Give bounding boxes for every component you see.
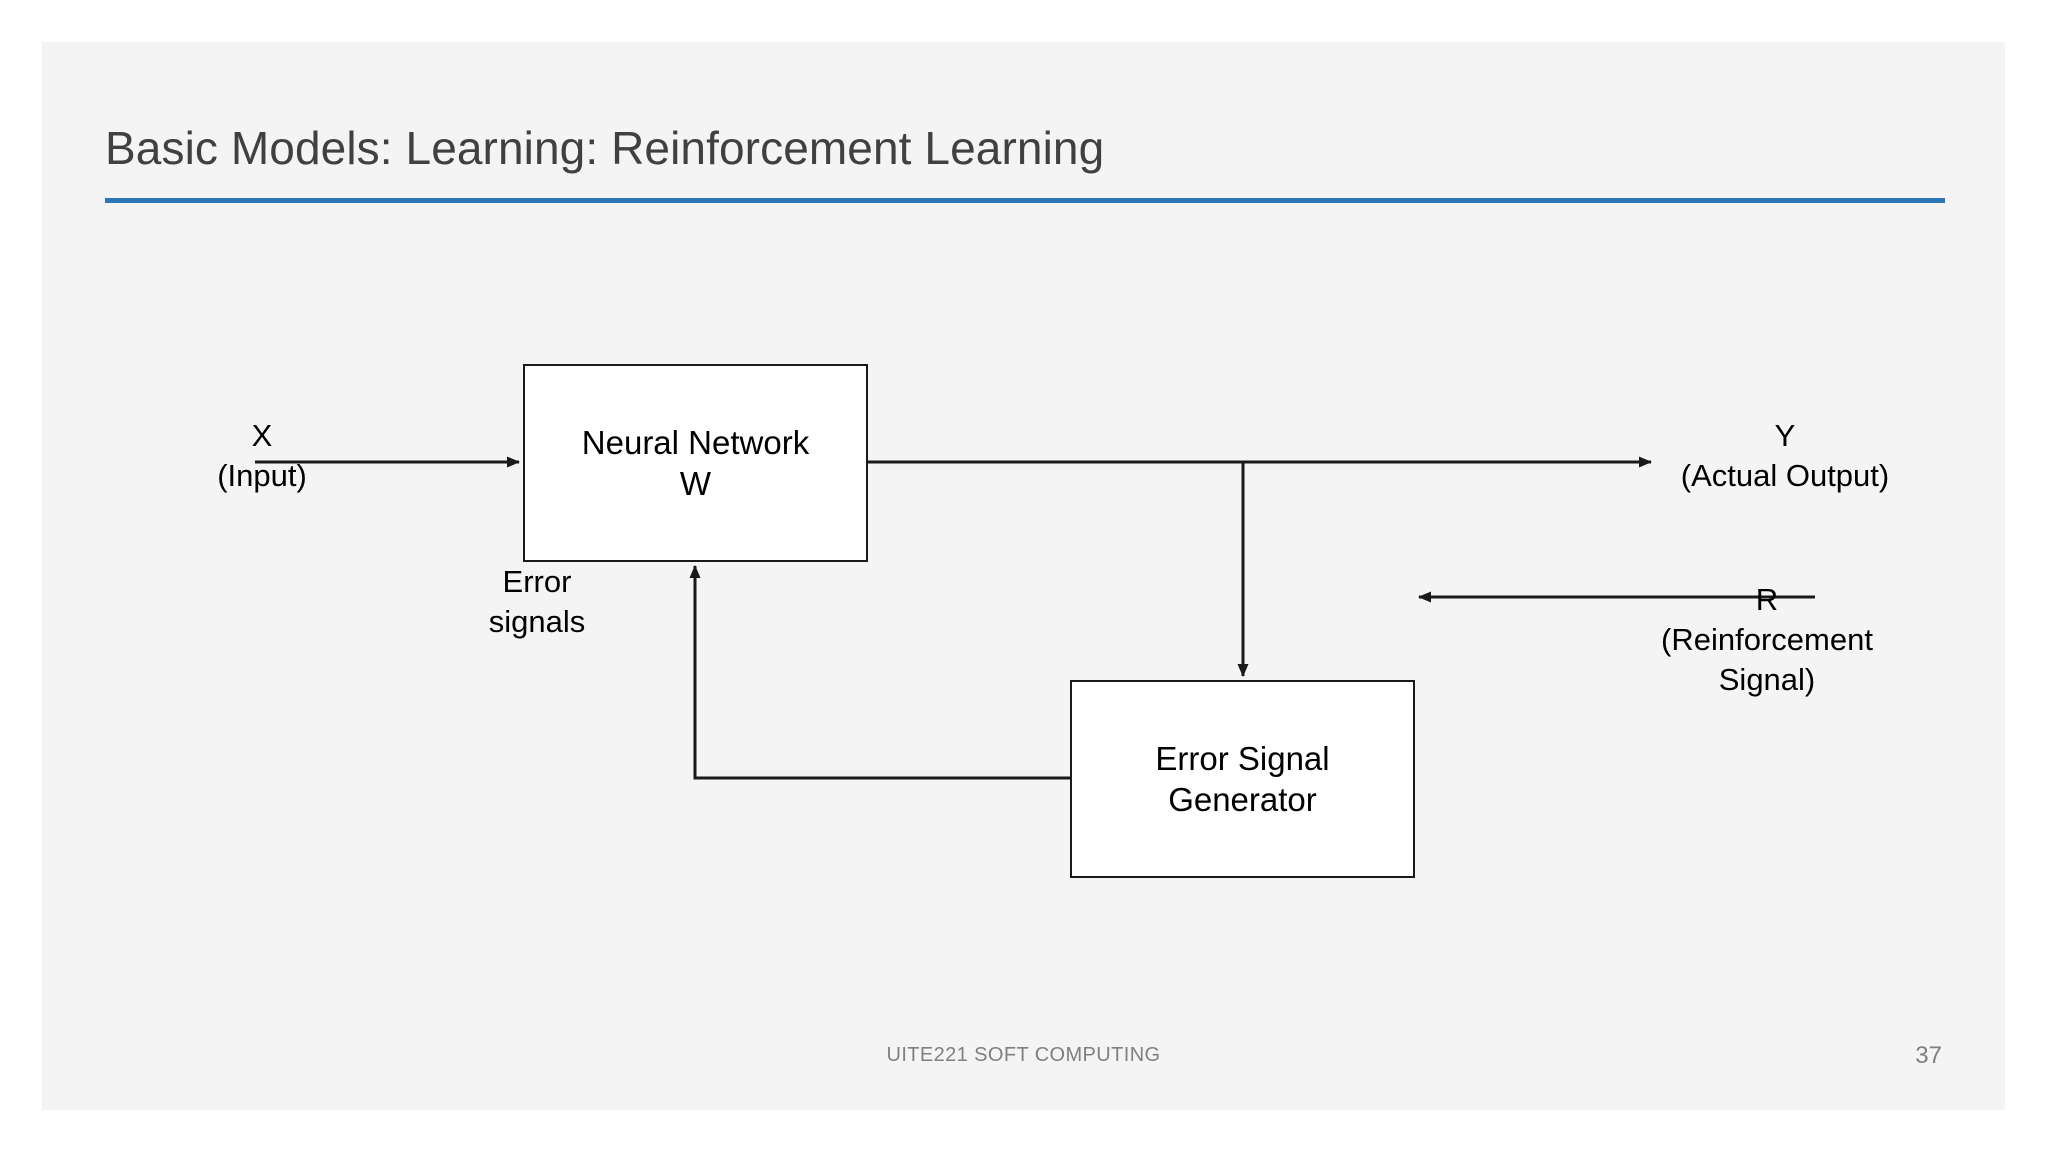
title-underline-rule	[105, 198, 1945, 203]
footer-page-number: 37	[1915, 1042, 1942, 1069]
label-reinforcement-caption-line1: (Reinforcement	[1661, 622, 1873, 657]
label-reinforcement-caption-line2: Signal)	[1718, 662, 1816, 697]
block-error-signal-generator[interactable]: Error Signal Generator	[1070, 680, 1415, 878]
block-error-signal-generator-line2: Generator	[1168, 781, 1317, 818]
reinforcement-learning-diagram: Neural Network W Error Signal Generator …	[42, 42, 2005, 1110]
block-neural-network-line2: W	[679, 465, 712, 502]
label-reinforcement: R (Reinforcement Signal)	[1597, 580, 1937, 700]
label-input-caption: (Input)	[217, 458, 307, 493]
label-error-signals-line1: Error	[502, 564, 572, 599]
block-neural-network-text: Neural Network W	[574, 422, 817, 504]
label-output: Y (Actual Output)	[1625, 416, 1945, 496]
label-error-signals-line2: signals	[488, 604, 586, 639]
label-output-caption: (Actual Output)	[1680, 458, 1890, 493]
block-neural-network[interactable]: Neural Network W	[523, 364, 868, 562]
footer-course-label: UITE221 SOFT COMPUTING	[886, 1044, 1161, 1066]
slide-canvas: Basic Models: Learning: Reinforcement Le…	[42, 42, 2005, 1110]
label-input-symbol: X	[251, 418, 273, 453]
label-reinforcement-symbol: R	[1755, 582, 1779, 617]
block-error-signal-generator-text: Error Signal Generator	[1147, 738, 1337, 820]
diagram-connectors	[255, 456, 1815, 780]
connector-error-signals-feedback	[689, 565, 1070, 780]
label-input: X (Input)	[102, 416, 422, 496]
page-title: Basic Models: Learning: Reinforcement Le…	[105, 122, 1105, 174]
label-error-signals: Error signals	[422, 562, 652, 642]
block-error-signal-generator-line1: Error Signal	[1155, 740, 1330, 777]
block-neural-network-line1: Neural Network	[581, 424, 810, 461]
label-output-symbol: Y	[1774, 418, 1796, 453]
